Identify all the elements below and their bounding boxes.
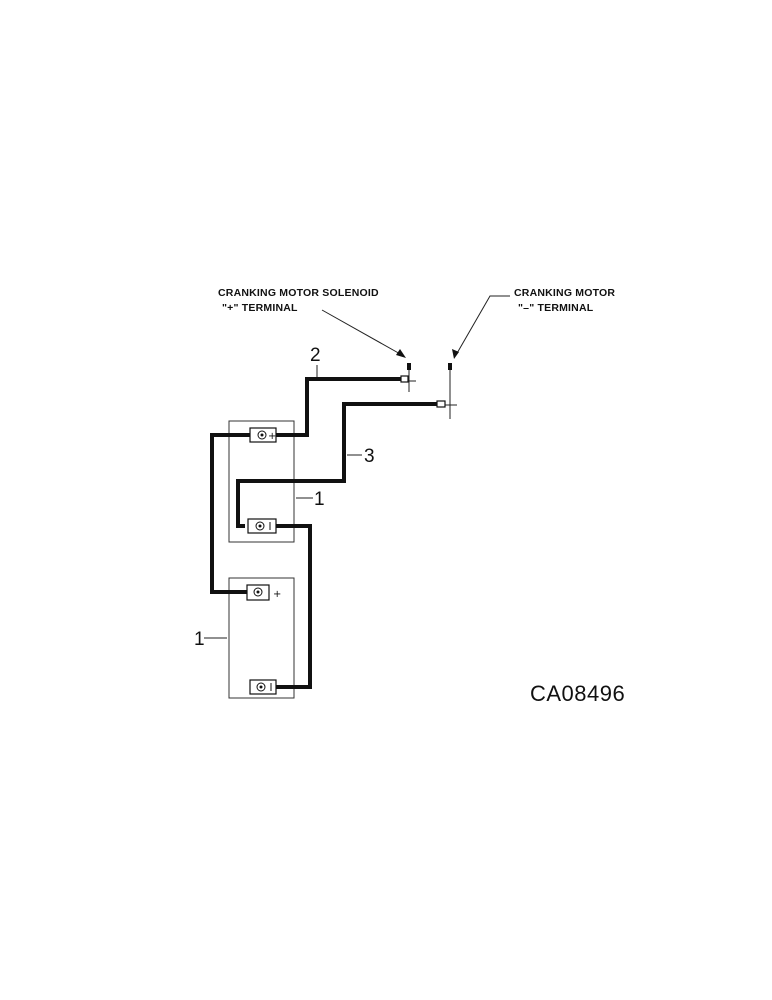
solenoid-leader-line xyxy=(321,309,406,358)
lower-battery-negative-terminal xyxy=(249,679,277,695)
solenoid-terminal-label-line1: CRANKING MOTOR SOLENOID xyxy=(218,287,379,299)
svg-text:2: 2 xyxy=(310,345,321,366)
motor-terminal-label-line1: CRANKING MOTOR xyxy=(514,287,615,299)
figure-code: CA08496 xyxy=(530,681,625,706)
jumper-cable-negative xyxy=(276,524,312,689)
callout-2: 2 xyxy=(310,345,321,377)
positive-symbol: + xyxy=(268,431,276,442)
battery-lower xyxy=(228,577,295,699)
motor-leader-line xyxy=(452,295,510,359)
svg-text:3: 3 xyxy=(364,446,375,467)
jumper-cable-positive xyxy=(210,433,250,594)
motor-terminal-label-line2: "–" TERMINAL xyxy=(518,302,594,314)
svg-text:1: 1 xyxy=(194,629,205,650)
upper-battery-negative-terminal xyxy=(247,518,277,534)
svg-text:1: 1 xyxy=(314,489,325,510)
positive-symbol: + xyxy=(273,589,281,600)
motor-terminal-post xyxy=(443,363,457,419)
callout-3: 3 xyxy=(347,446,375,467)
callout-1-lower: 1 xyxy=(194,629,227,650)
cable-3-negative xyxy=(236,402,440,528)
cable-3-lug xyxy=(436,400,446,408)
upper-battery-positive-terminal: + xyxy=(249,427,277,443)
solenoid-terminal-label-line2: "+" TERMINAL xyxy=(222,302,298,314)
lower-battery-positive-terminal: + xyxy=(246,584,281,601)
cable-2-positive xyxy=(276,377,404,437)
callout-1-upper: 1 xyxy=(296,489,325,510)
cable-2-lug xyxy=(400,375,409,383)
